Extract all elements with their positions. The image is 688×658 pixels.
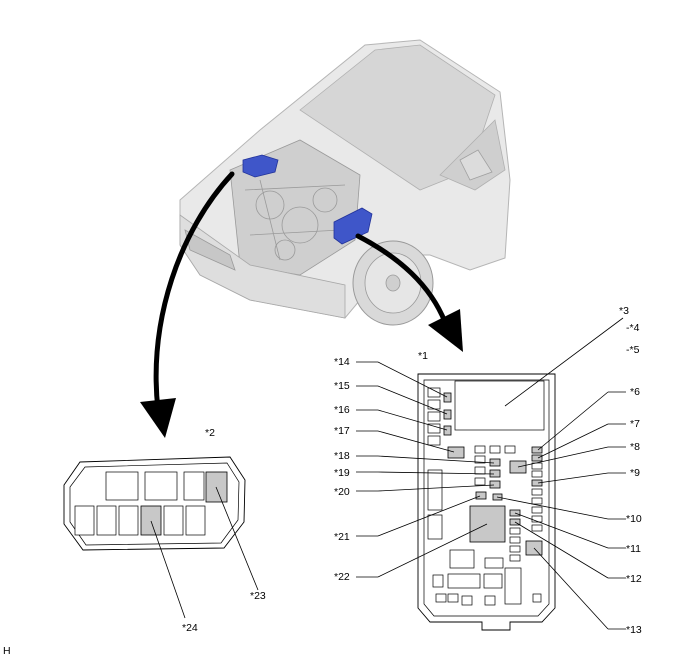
engine-room-junction-block-highlight xyxy=(333,207,373,245)
label-18: *18 xyxy=(334,450,350,462)
label-23: *23 xyxy=(250,590,266,602)
label-6: *6 xyxy=(630,386,640,398)
label-20: *20 xyxy=(334,486,350,498)
vehicle-illustration xyxy=(179,39,511,326)
label-19: *19 xyxy=(334,467,350,479)
label-5: -*5 xyxy=(626,344,640,356)
label-2: *2 xyxy=(205,427,215,439)
engine-detail xyxy=(244,179,346,261)
callout-labels: *1 *2 *3 -*4 -*5 *6 *7 *8 *9 *10 *11 *12… xyxy=(3,305,642,657)
arrow-to-relay-block xyxy=(153,171,235,413)
fuse-16 xyxy=(443,425,452,436)
label-11: *11 xyxy=(626,543,641,555)
junction-block-right xyxy=(417,373,556,631)
label-24: *24 xyxy=(182,622,198,634)
label-4: -*4 xyxy=(626,322,640,334)
no2-relay-block-highlight xyxy=(242,154,279,178)
label-17: *17 xyxy=(334,425,350,437)
fuse-14 xyxy=(443,392,452,403)
label-15: *15 xyxy=(334,380,350,392)
leader-lines xyxy=(150,317,626,630)
fuse-19 xyxy=(489,469,501,478)
label-13: *13 xyxy=(626,624,642,636)
label-1: *1 xyxy=(418,350,428,362)
relay-23 xyxy=(205,471,228,503)
fuse-9 xyxy=(531,479,543,487)
relay-24 xyxy=(140,505,162,536)
location-arrows xyxy=(140,171,463,438)
label-7: *7 xyxy=(630,418,640,430)
label-22: *22 xyxy=(334,571,350,583)
label-16: *16 xyxy=(334,404,350,416)
label-10: *10 xyxy=(626,513,642,525)
main-relay-3 xyxy=(454,380,545,431)
relay-block-left xyxy=(63,456,246,551)
label-21: *21 xyxy=(334,531,350,543)
fuse-7 xyxy=(531,454,543,462)
relay-22 xyxy=(469,505,506,543)
fuse-15 xyxy=(443,409,452,420)
fuse-6 xyxy=(531,446,543,454)
arrow-to-junction-block xyxy=(355,233,448,325)
label-12: *12 xyxy=(626,573,642,585)
label-3: *3 xyxy=(619,305,629,317)
fuse-20 xyxy=(489,480,501,489)
label-8: *8 xyxy=(630,441,640,453)
label-14: *14 xyxy=(334,356,350,368)
label-9: *9 xyxy=(630,467,640,479)
fuse-21 xyxy=(475,491,487,500)
figure-code: H xyxy=(3,645,11,657)
relay-17 xyxy=(447,446,465,459)
